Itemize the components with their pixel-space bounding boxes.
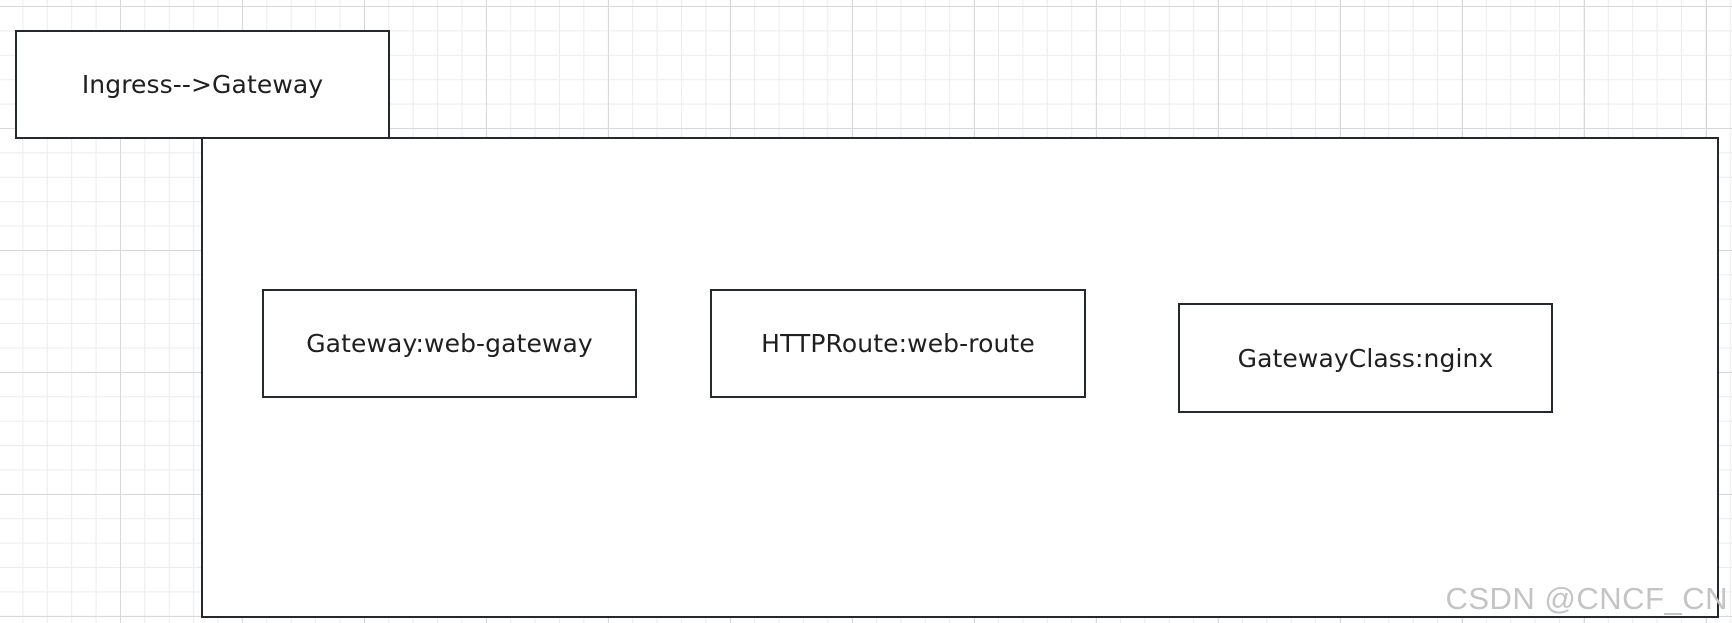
title-label: Ingress-->Gateway	[81, 70, 324, 99]
gatewayclass-label: GatewayClass:nginx	[1237, 343, 1494, 373]
gateway-box: Gateway:web-gateway	[262, 289, 637, 398]
httproute-box: HTTPRoute:web-route	[710, 289, 1086, 398]
gatewayclass-box: GatewayClass:nginx	[1178, 303, 1553, 413]
gateway-label: Gateway:web-gateway	[306, 329, 593, 358]
httproute-label: HTTPRoute:web-route	[761, 329, 1035, 358]
title-box: Ingress-->Gateway	[15, 30, 390, 139]
watermark-text: CSDN @CNCF_CN	[1445, 581, 1728, 616]
